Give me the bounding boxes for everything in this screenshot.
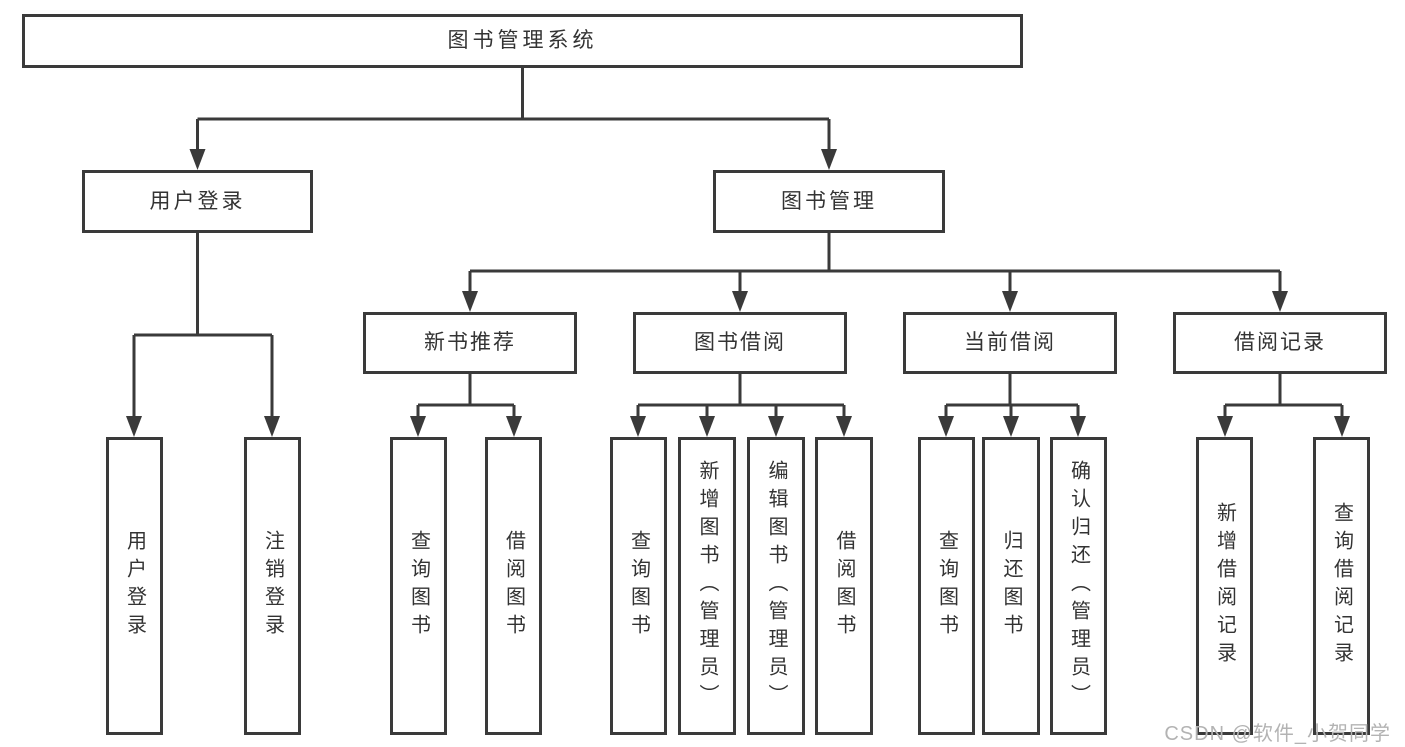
leaf-add-borrow-record: 新增借阅记录 (1196, 437, 1253, 735)
leaf-query-books-current: 查询图书 (918, 437, 975, 735)
edge-borrow-records-branch (1225, 374, 1342, 407)
arrowhead-icon (1217, 416, 1233, 437)
arrowhead-icon (732, 291, 748, 312)
leaf-borrow-books-borrowing: 借阅图书 (815, 437, 873, 735)
leaf-add-book-admin: 新增图书（管理员） (678, 437, 736, 735)
leaf-query-borrow-record: 查询借阅记录 (1313, 437, 1370, 735)
arrowhead-icon (1070, 416, 1086, 437)
csdn-watermark: CSDN @软件_小贺同学 (1164, 723, 1391, 745)
arrowheads (126, 149, 1350, 437)
arrowhead-icon (189, 149, 206, 170)
arrowhead-icon (938, 416, 954, 437)
arrowhead-icon (1002, 291, 1018, 312)
leaf-logout: 注销登录 (244, 437, 301, 735)
arrowhead-icon (264, 416, 280, 437)
node-new-book-recommend: 新书推荐 (363, 312, 577, 374)
arrowhead-icon (768, 416, 784, 437)
arrowhead-icon (126, 416, 142, 437)
edge-current-borrow-branch (946, 374, 1078, 407)
arrowhead-icon (1003, 416, 1019, 437)
arrowhead-icon (462, 291, 478, 312)
edge-new-book-branch (418, 374, 514, 407)
leaf-query-books-borrowing: 查询图书 (610, 437, 667, 735)
arrowhead-icon (821, 149, 837, 170)
leaf-query-books-recommend: 查询图书 (390, 437, 447, 735)
arrowhead-icon (1272, 291, 1288, 312)
node-book-management: 图书管理 (713, 170, 945, 233)
arrowhead-icon (630, 416, 646, 437)
leaf-return-book: 归还图书 (982, 437, 1040, 735)
leaf-confirm-return-admin: 确认归还（管理员） (1050, 437, 1107, 735)
node-user-login: 用户登录 (82, 170, 313, 233)
node-library-system: 图书管理系统 (22, 14, 1023, 68)
node-borrowing-records: 借阅记录 (1173, 312, 1387, 374)
node-book-borrowing: 图书借阅 (633, 312, 847, 374)
edge-user-login-branch (134, 233, 272, 337)
leaf-user-login: 用户登录 (106, 437, 163, 735)
edge-book-borrow-branch (638, 374, 844, 407)
arrowhead-icon (506, 416, 522, 437)
edge-root-to-level2 (197, 68, 829, 121)
edge-book-mgmt-branch (470, 233, 1280, 273)
arrow-shafts (132, 119, 1344, 420)
leaf-edit-book-admin: 编辑图书（管理员） (747, 437, 805, 735)
arrowhead-icon (1334, 416, 1350, 437)
node-current-borrowing: 当前借阅 (903, 312, 1117, 374)
leaf-borrow-books-recommend: 借阅图书 (485, 437, 542, 735)
arrowhead-icon (410, 416, 426, 437)
arrowhead-icon (699, 416, 715, 437)
arrowhead-icon (836, 416, 852, 437)
